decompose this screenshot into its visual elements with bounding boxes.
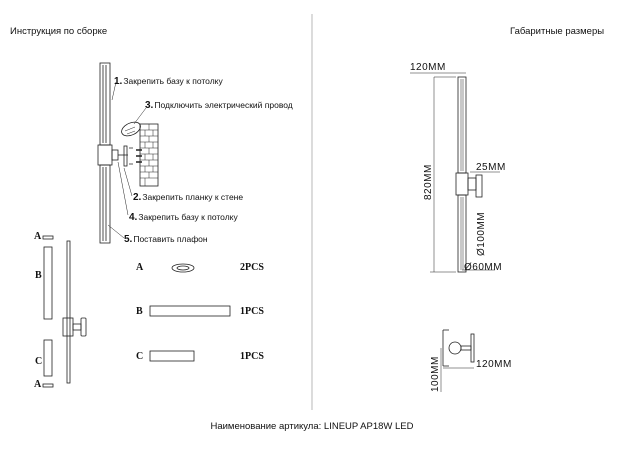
dim-top-width: 120MM: [410, 62, 446, 73]
dim-wall-offset: 25MM: [476, 162, 506, 173]
article-name: Наименование артикула: LINEUP AP18W LED: [210, 421, 414, 432]
step-3-label: 3.Подключить электрический провод: [145, 100, 293, 111]
step-2-label: 2.Закрепить планку к стене: [133, 192, 244, 203]
part-c-qty: 1PCS: [240, 351, 264, 362]
part-b-letter: B: [136, 306, 143, 317]
dim-side-height: 100MM: [430, 356, 441, 392]
dim-diameter-outer: Ø60MM: [464, 262, 503, 273]
part-b-qty: 1PCS: [240, 306, 264, 317]
exploded-label-c: C: [35, 356, 43, 367]
step-4-label: 4.Закрепить базу к потолку: [129, 212, 238, 223]
dim-diameter-inner: Ø100MM: [476, 211, 487, 256]
assembly-instructions-title: Инструкция по сборке: [10, 26, 108, 37]
exploded-label-a-top: A: [34, 231, 42, 242]
step-1-label: 1.Закрепить базу к потолку: [114, 76, 223, 87]
dim-side-width: 120MM: [476, 359, 512, 370]
dimensions-title: Габаритные размеры: [510, 26, 605, 37]
part-a-letter: A: [136, 262, 144, 273]
exploded-label-b: B: [35, 270, 42, 281]
dim-height: 820MM: [423, 164, 434, 200]
part-a-qty: 2PCS: [240, 262, 264, 273]
step-5-label: 5.Поставить плафон: [124, 234, 208, 245]
part-c-letter: C: [136, 351, 144, 362]
exploded-label-a-bottom: A: [34, 379, 42, 390]
